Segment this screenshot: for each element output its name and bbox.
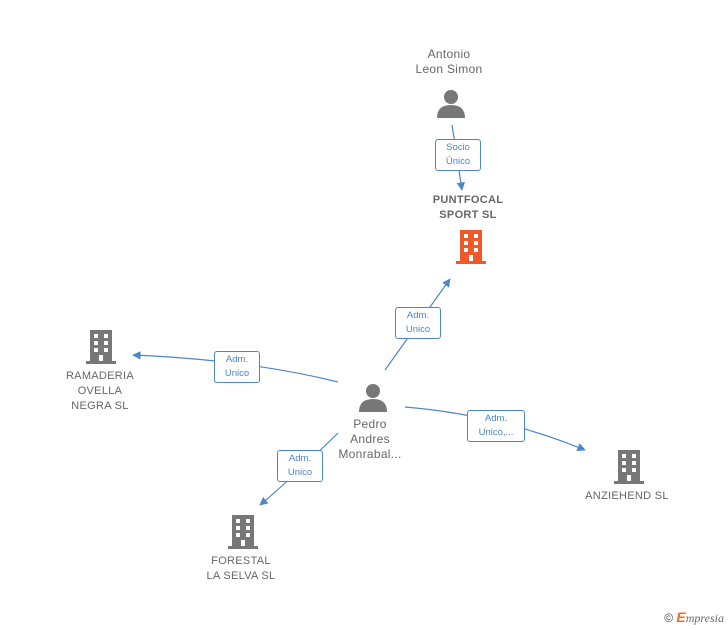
building-icon[interactable] (85, 330, 117, 364)
node-label-antonio[interactable]: Antonio Leon Simon (415, 47, 483, 76)
edge-label-pedro-forestal: Adm. Unico (277, 450, 323, 482)
edge-label-antonio-puntfocal: Socio Único (435, 139, 481, 171)
node-label-forestal[interactable]: FORESTAL LA SELVA SL (206, 555, 276, 582)
building-icon[interactable] (227, 515, 259, 549)
person-icon[interactable] (358, 382, 388, 412)
empresia-logo-initial: E (676, 609, 686, 625)
node-label-anziehend[interactable]: ANZIEHEND SL (585, 490, 669, 502)
edge-label-pedro-puntfocal: Adm. Unico (395, 307, 441, 339)
building-icon[interactable] (455, 230, 487, 264)
node-label-pedro[interactable]: Pedro Andres Monrabal... (338, 417, 402, 461)
edge-label-pedro-ramaderia: Adm. Unico (214, 351, 260, 383)
edge-label-pedro-anziehend: Adm. Unico,... (467, 410, 525, 442)
person-icon[interactable] (436, 88, 466, 118)
node-label-puntfocal[interactable]: PUNTFOCAL SPORT SL (432, 194, 504, 221)
empresia-logo-text: mpresia (685, 611, 724, 625)
node-label-ramaderia[interactable]: RAMADERIA OVELLA NEGRA SL (65, 370, 135, 412)
copyright-symbol: © (664, 611, 674, 625)
empresia-watermark: © Empresia (664, 609, 724, 626)
building-icon[interactable] (613, 450, 645, 484)
